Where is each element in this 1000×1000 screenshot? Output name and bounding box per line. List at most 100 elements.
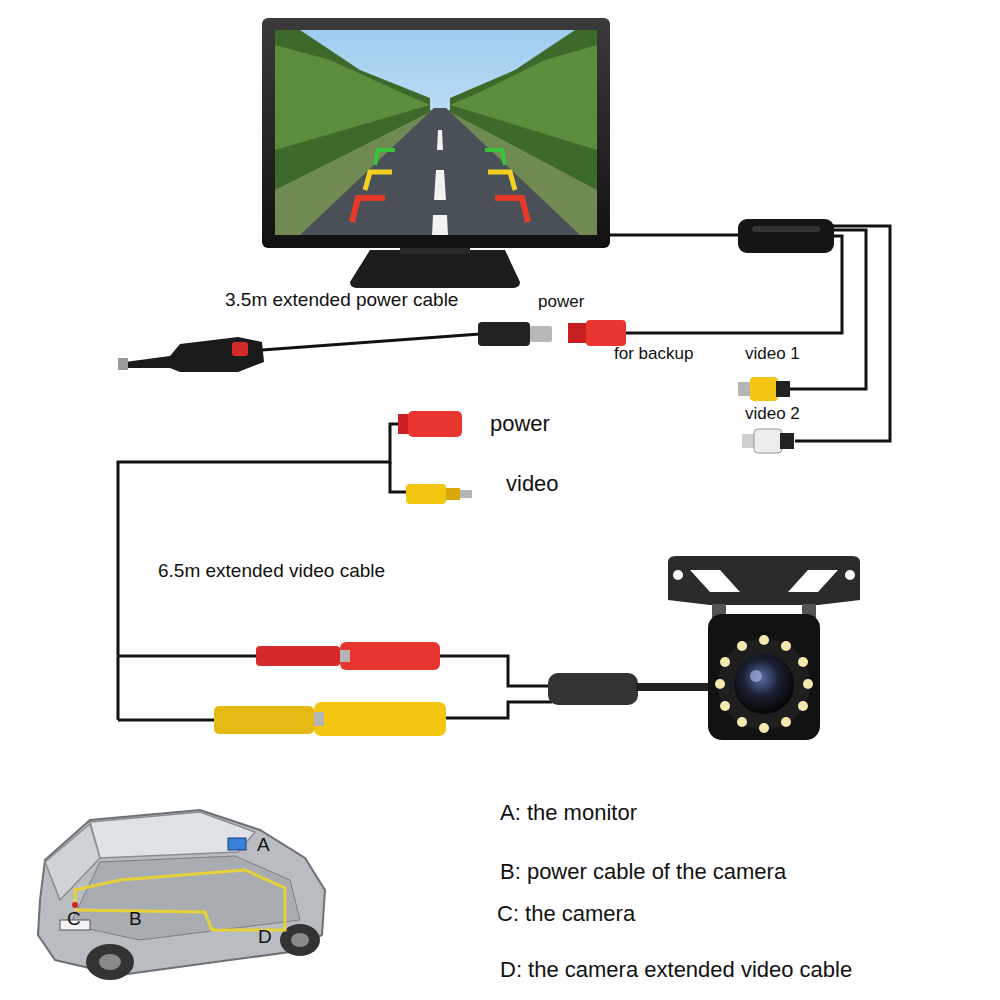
camera-part — [668, 556, 860, 605]
monitor-part — [365, 172, 515, 190]
connector-label: power — [538, 292, 584, 312]
cable-label: 6.5m extended video cable — [158, 560, 385, 582]
camera-plug-part — [636, 683, 716, 691]
camera-part — [759, 635, 769, 645]
monitor-part — [432, 130, 448, 235]
camera-part — [715, 679, 725, 689]
key-text: B: power cable of the camera — [500, 859, 786, 884]
extension-wires-part — [118, 719, 215, 722]
power-connector-pair-part — [340, 650, 350, 662]
key-text: C: the camera — [497, 901, 635, 926]
video-connector-pair — [214, 702, 446, 736]
camera-plug — [548, 673, 716, 705]
camera — [668, 556, 860, 740]
connector-label: video 2 — [745, 404, 800, 424]
video-connector-yellow-part — [776, 381, 790, 397]
power-connector-red-part — [568, 323, 588, 343]
monitor-part — [262, 18, 610, 248]
monitor-part — [300, 108, 580, 235]
camera-part — [798, 701, 808, 711]
extension-wires-part — [390, 462, 408, 492]
car-illustration-part — [72, 902, 78, 908]
monitor-wires-part — [795, 226, 890, 441]
camera-part — [673, 570, 683, 580]
camera-plug-part — [548, 673, 638, 705]
camera-part — [759, 723, 769, 733]
camera-part — [803, 679, 813, 689]
car-illustration-part — [38, 810, 325, 975]
callout-letter: D — [258, 926, 272, 948]
callout-letter: B — [129, 908, 142, 930]
connector-label: video 1 — [745, 344, 800, 364]
monitor-wires — [610, 226, 890, 441]
power-cable-part — [232, 342, 248, 356]
power-cable-part — [118, 358, 128, 370]
camera-part — [734, 654, 794, 714]
power-cable-part — [478, 322, 530, 346]
car-illustration-part — [99, 954, 121, 970]
connector-label: video — [506, 471, 559, 496]
camera-part — [720, 701, 730, 711]
video-connector-yellow-part — [738, 382, 752, 396]
video-connector-yellow-top-part — [446, 488, 460, 500]
car-illustration-part — [90, 812, 255, 858]
video-connector-yellow — [738, 377, 790, 401]
camera-part — [720, 657, 730, 667]
car-illustration-part — [228, 838, 246, 850]
power-connector-red-part — [586, 320, 626, 346]
power-connector-red-top-part — [408, 411, 462, 437]
power-cable-part — [262, 334, 480, 350]
camera-part — [798, 657, 808, 667]
key-text: D: the camera extended video cable — [500, 957, 852, 982]
extension-wires-part — [440, 656, 552, 686]
monitor — [262, 18, 610, 288]
car-illustration — [38, 810, 325, 980]
video-connector-yellow-top-part — [460, 490, 472, 498]
video-connector-white-part — [754, 429, 782, 453]
video-connector-yellow-top-part — [406, 484, 446, 504]
splitter-box-part — [752, 226, 820, 232]
video-connector-pair-part — [314, 712, 324, 726]
power-cable-part — [125, 337, 264, 372]
camera-part — [781, 641, 791, 651]
extension-wires-part — [118, 655, 258, 658]
camera-part — [690, 570, 838, 592]
video-connector-yellow-top — [406, 484, 472, 504]
car-illustration-part — [291, 933, 309, 947]
camera-part — [750, 670, 762, 682]
camera-part — [708, 614, 820, 740]
extension-wires-part — [446, 702, 552, 718]
video-connector-pair-part — [314, 702, 446, 736]
monitor-part — [375, 150, 505, 165]
cable-label: 3.5m extended power cable — [225, 289, 458, 311]
camera-part — [845, 570, 855, 580]
power-connector-red — [568, 320, 626, 346]
monitor-part — [350, 250, 520, 288]
callout-letter: A — [257, 834, 270, 856]
power-cable — [118, 322, 552, 372]
callout-letter: C — [67, 908, 81, 930]
power-cable-part — [530, 326, 552, 342]
camera-part — [781, 717, 791, 727]
power-connector-pair-part — [256, 646, 340, 666]
monitor-part — [352, 198, 528, 222]
video-connector-white-part — [780, 433, 794, 449]
power-connector-pair — [256, 642, 440, 670]
video-connector-yellow-part — [750, 377, 778, 401]
video-connector-white — [742, 429, 794, 453]
monitor-part — [275, 30, 597, 235]
power-connector-pair-part — [340, 642, 440, 670]
key-text: A: the monitor — [500, 800, 637, 825]
video-connector-pair-part — [214, 706, 314, 734]
camera-part — [737, 641, 747, 651]
car-illustration-part — [75, 870, 285, 930]
splitter-box — [738, 219, 834, 253]
monitor-wires-part — [790, 230, 866, 389]
camera-part — [737, 717, 747, 727]
extension-wires — [118, 424, 552, 720]
extension-wires-part — [118, 424, 398, 720]
connector-label: for backup — [614, 344, 693, 364]
connector-label: power — [490, 411, 550, 436]
